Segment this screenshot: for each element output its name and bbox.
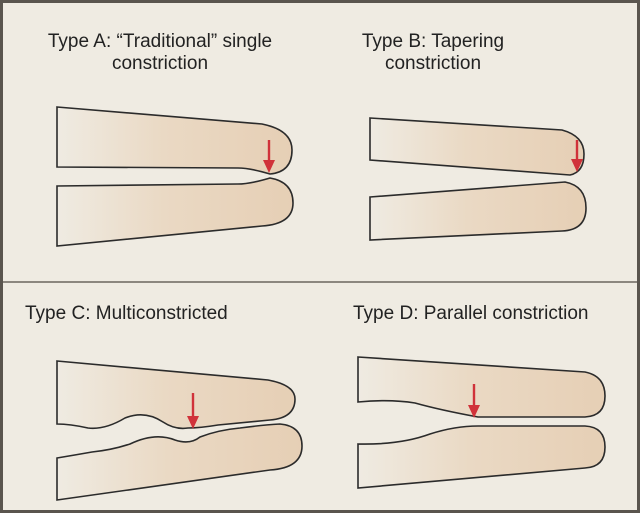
panel-a-diagram [57,107,293,246]
panel-b-diagram [370,118,586,240]
panel-c-diagram [57,361,302,500]
panel-d-diagram [358,357,605,488]
panel-d-lower-lobe [358,426,605,488]
panel-b-upper-lobe [370,118,584,175]
panel-b-lower-lobe [370,182,586,240]
panel-c-upper-lobe [57,361,295,428]
panel-c-lower-lobe [57,424,302,500]
panel-d-upper-lobe [358,357,605,417]
panel-a-upper-lobe [57,107,292,174]
panel-a-lower-lobe [57,178,293,246]
